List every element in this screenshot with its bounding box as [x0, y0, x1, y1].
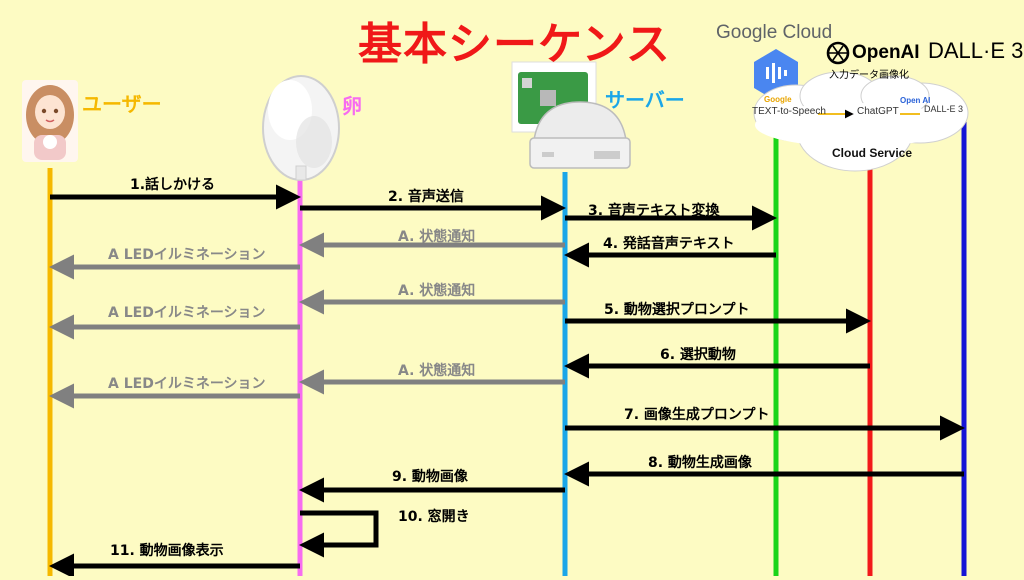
server-device — [511, 61, 631, 169]
openai-logo-text: OpenAI — [852, 42, 920, 63]
message-label: 1.話しかける — [130, 177, 216, 193]
actor-label-user: ユーザー — [82, 92, 162, 116]
egg-device — [262, 75, 340, 181]
message-label: 2. 音声送信 — [388, 189, 464, 205]
google-cloud-logo: Google Cloud — [716, 22, 833, 43]
message-label: 11. 動物画像表示 — [110, 543, 224, 559]
message-label: A. 状態通知 — [398, 283, 476, 299]
message-label: A LEDイルミネーション — [108, 376, 266, 392]
cloud-service — [753, 71, 969, 172]
message-label: A LEDイルミネーション — [108, 305, 266, 321]
user-avatar — [22, 80, 78, 162]
cloud-service-label: Cloud Service — [832, 146, 913, 160]
message-label: 7. 画像生成プロンプト — [624, 407, 770, 423]
cloud-openai-mini-label: Open AI — [900, 96, 931, 105]
message-label: A. 状態通知 — [398, 229, 476, 245]
openai-caption: 入力データ画像化 — [829, 70, 909, 81]
cloud-dalle-mini-label: DALL-E 3 — [924, 104, 964, 114]
message-label: 5. 動物選択プロンプト — [604, 302, 750, 318]
message-label: A. 状態通知 — [398, 363, 476, 379]
openai-icon — [826, 41, 850, 65]
message-label: 10. 窓開き — [398, 509, 470, 525]
cloud-chatgpt-label: ChatGPT — [857, 106, 899, 117]
actor-label-server: サーバー — [605, 88, 685, 112]
message-label: 4. 発話音声テキスト — [603, 236, 735, 252]
message-label: A LEDイルミネーション — [108, 247, 266, 263]
dalle-logo-text: DALL·E 3 — [928, 38, 1024, 63]
cloud-google-label: Google — [764, 95, 792, 104]
message-label: 9. 動物画像 — [392, 469, 468, 485]
message-label: 3. 音声テキスト変換 — [588, 203, 720, 219]
actor-label-egg: 卵 — [342, 94, 362, 118]
message-arrow — [299, 510, 379, 558]
cloud-tts-label: TEXT-to-Speech — [752, 106, 826, 117]
message-label: 6. 選択動物 — [660, 347, 736, 363]
message-label: 8. 動物生成画像 — [648, 455, 752, 471]
page-title: 基本シーケンス — [358, 19, 671, 70]
